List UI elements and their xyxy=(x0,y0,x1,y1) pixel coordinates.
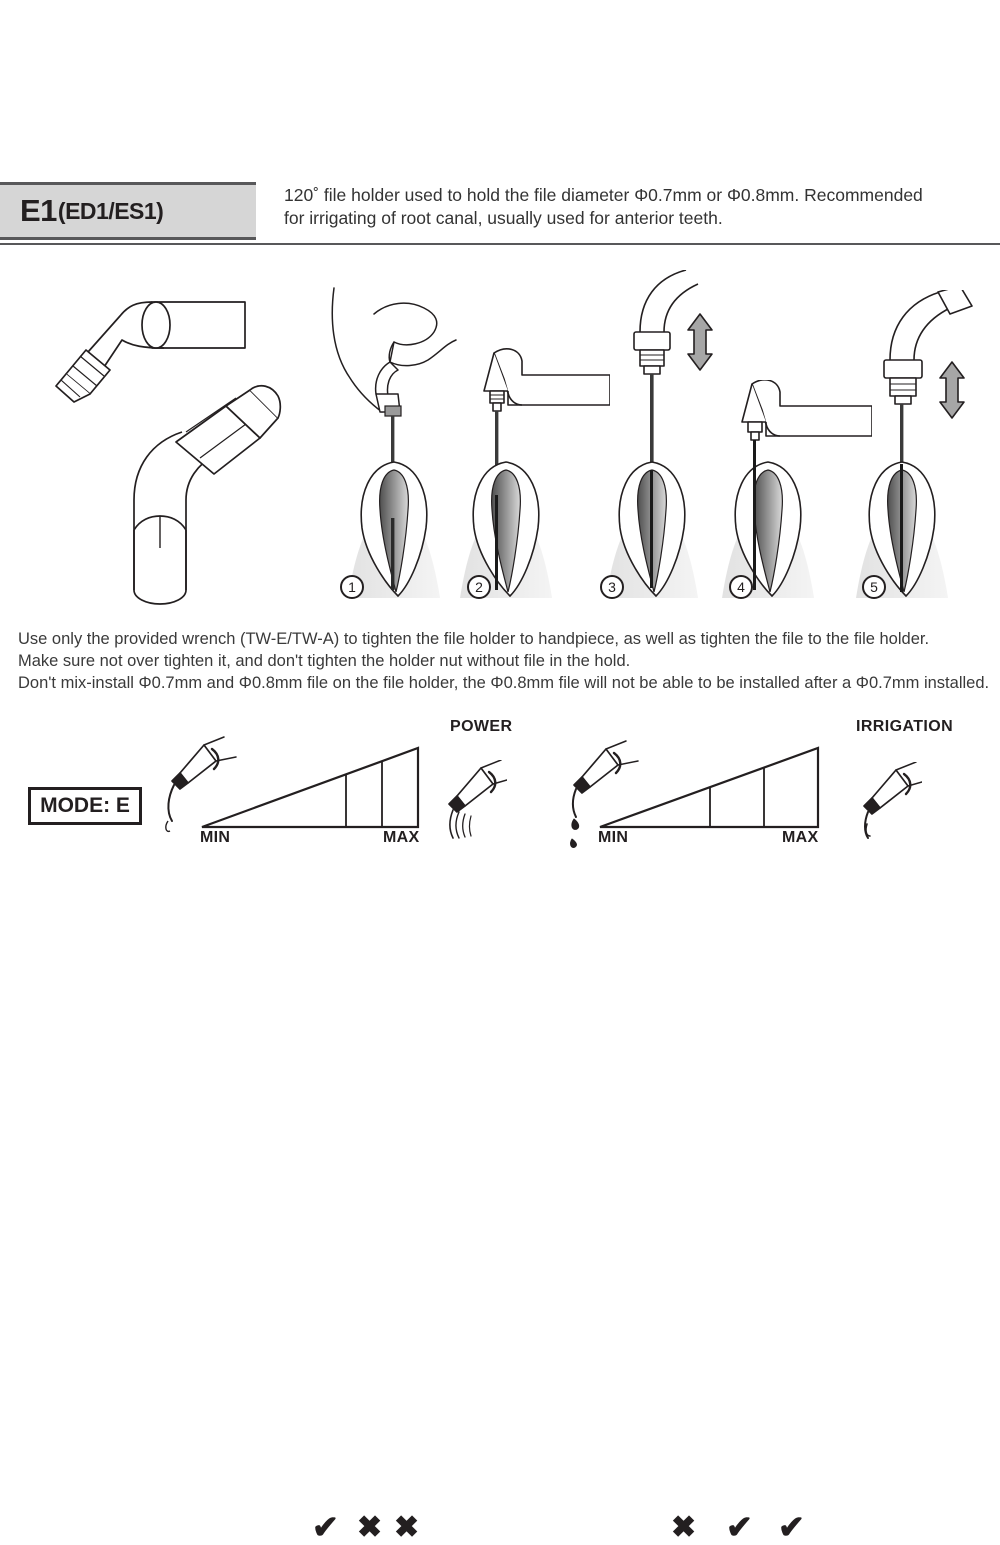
power-scaler-tip-icon xyxy=(448,760,507,839)
step-badge-5: 5 xyxy=(862,575,886,599)
mode-label: MODE: E xyxy=(39,793,131,819)
header-divider xyxy=(0,243,1000,245)
power-gauge: ✔ ✖ ✖ MIN MAX xyxy=(150,735,480,1543)
step-5-illustration xyxy=(856,290,973,598)
note-line-3: Don't mix-install Φ0.7mm and Φ0.8mm file… xyxy=(18,674,990,692)
irrigation-segment-mark-3: ✔ xyxy=(778,1509,805,1545)
product-view-angled xyxy=(133,384,282,606)
usage-notes: Use only the provided wrench (TW-E/TW-A)… xyxy=(18,628,993,694)
updown-arrow-icon xyxy=(687,313,713,371)
step-badge-2: 2 xyxy=(467,575,491,599)
note-line-2: Make sure not over tighten it, and don't… xyxy=(18,652,631,670)
updown-arrow-icon xyxy=(939,361,965,419)
step-badge-1: 1 xyxy=(340,575,364,599)
step-3-illustration xyxy=(606,270,713,598)
illustration-area: 1 2 xyxy=(0,250,1000,618)
irrigation-segment-mark-1: ✖ xyxy=(671,1511,697,1544)
model-variants: (ED1/ES1) xyxy=(57,197,164,224)
scaler-tip-icon xyxy=(167,736,237,822)
step-badge-4: 4 xyxy=(729,575,753,599)
model-tag: E1 (ED1/ES1) xyxy=(0,182,256,240)
irrigation-scaler-tip-icon xyxy=(863,762,922,839)
step-badge-3: 3 xyxy=(600,575,624,599)
power-segment-mark-1: ✔ xyxy=(312,1509,339,1545)
note-line-1: Use only the provided wrench (TW-E/TW-A)… xyxy=(18,630,930,648)
irrigation-gauge: ✖ ✔ ✔ MIN MAX xyxy=(560,735,890,1543)
step-2-illustration xyxy=(460,348,610,598)
product-header: E1 (ED1/ES1) 120˚ file holder used to ho… xyxy=(0,182,1000,244)
power-gauge-graphic xyxy=(165,736,420,833)
irrigation-gauge-graphic xyxy=(570,740,820,848)
product-description: 120˚ file holder used to hold the file d… xyxy=(284,184,984,230)
power-segment-mark-2: ✖ xyxy=(357,1511,383,1544)
step-4-illustration xyxy=(722,380,872,598)
mode-badge: MODE: E xyxy=(28,787,142,825)
description-line-2: for irrigating of root canal, usually us… xyxy=(284,208,723,228)
irrigation-min-label: MIN xyxy=(598,829,629,846)
scaler-tip-icon xyxy=(570,740,639,848)
power-min-label: MIN xyxy=(200,829,231,846)
power-title: POWER xyxy=(450,718,513,735)
product-view-side xyxy=(55,301,246,403)
irrigation-title: IRRIGATION xyxy=(856,718,954,735)
power-segment-mark-3: ✖ xyxy=(394,1511,420,1544)
model-code: E1 xyxy=(20,193,57,228)
step-1-illustration xyxy=(331,287,457,598)
power-max-label: MAX xyxy=(383,829,420,846)
description-line-1: 120˚ file holder used to hold the file d… xyxy=(284,185,923,205)
irrigation-segment-mark-2: ✔ xyxy=(726,1509,753,1545)
irrigation-max-label: MAX xyxy=(782,829,819,846)
